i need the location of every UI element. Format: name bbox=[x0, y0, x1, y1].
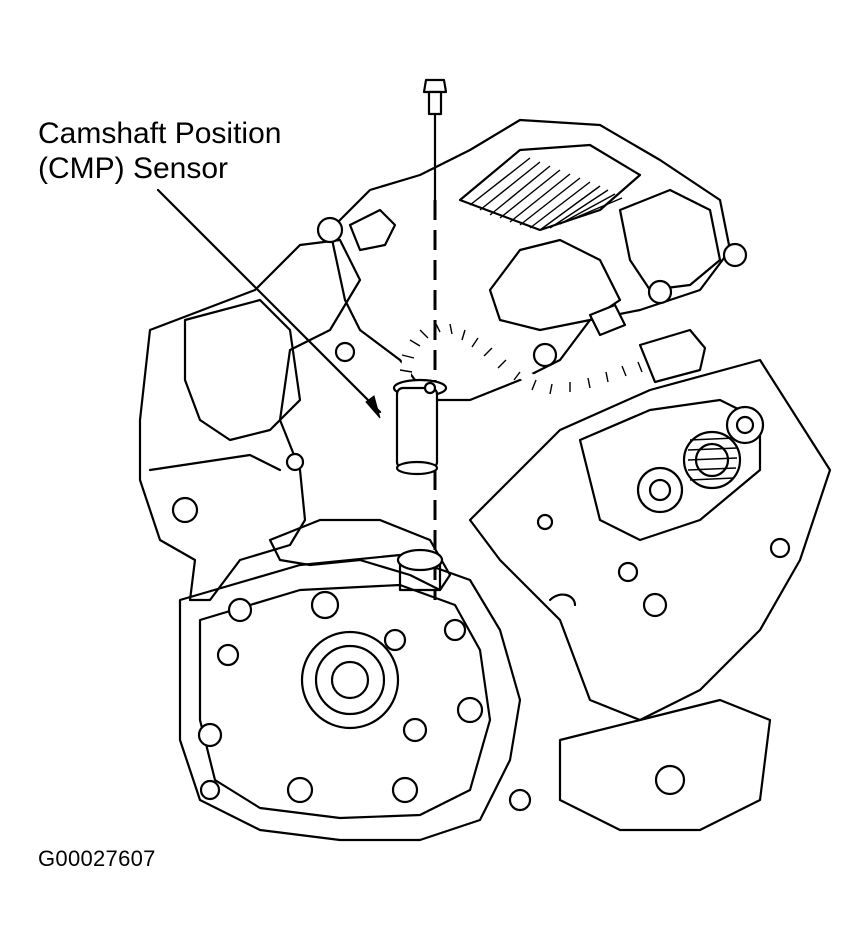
callout-line-2: (CMP) Sensor bbox=[38, 152, 229, 185]
callout-line-1: Camshaft Position bbox=[38, 117, 282, 150]
timing-cover bbox=[178, 518, 522, 842]
cmp-sensor-callout: Camshaft Position (CMP) Sensor bbox=[38, 116, 281, 186]
intake-manifold bbox=[316, 118, 748, 402]
wiring-harness bbox=[399, 303, 707, 395]
sensor-bore bbox=[396, 548, 444, 592]
engine-block bbox=[138, 238, 362, 602]
cylinder-head bbox=[468, 358, 832, 832]
figure-id: G00027607 bbox=[38, 846, 156, 871]
cmp-sensor-icon bbox=[392, 378, 448, 476]
callout-leader-line bbox=[156, 188, 382, 419]
bolt-icon bbox=[422, 78, 448, 202]
